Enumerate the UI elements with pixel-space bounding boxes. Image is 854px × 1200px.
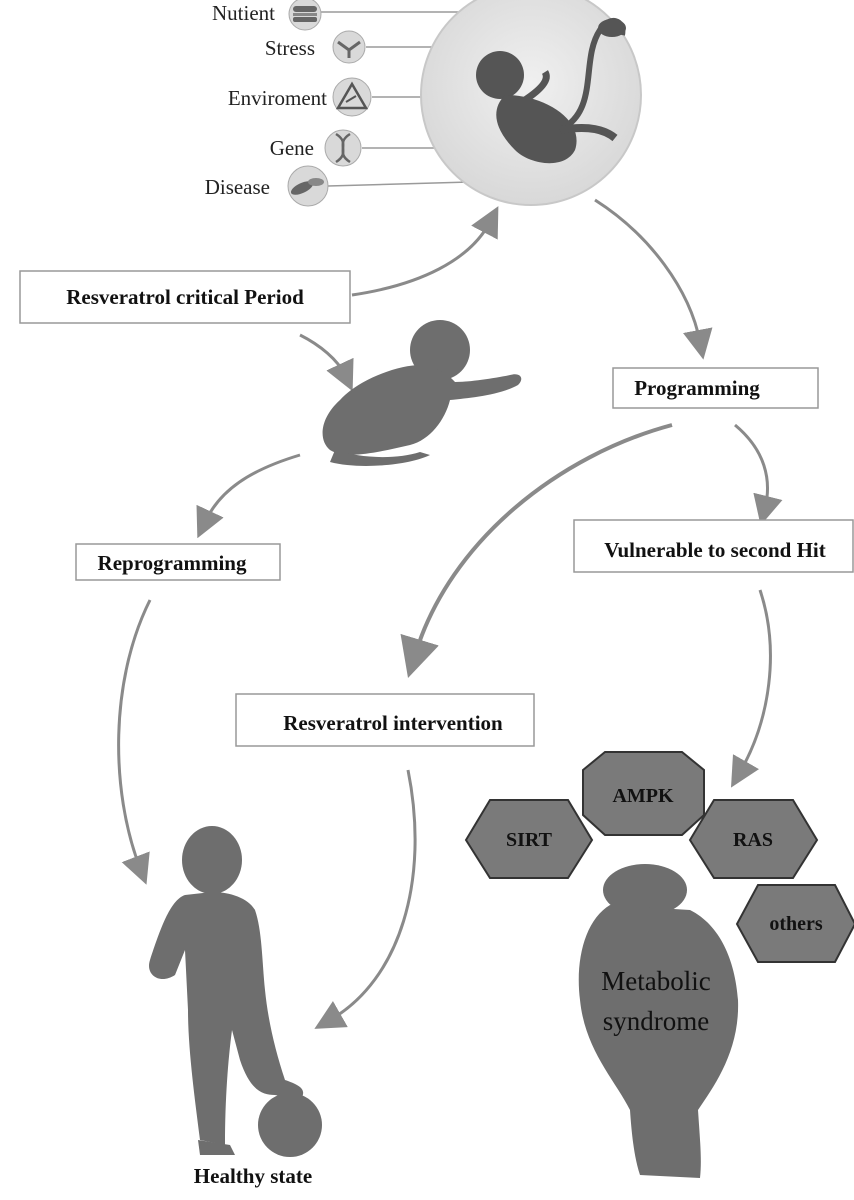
fetus-icon: [476, 51, 618, 164]
pills-icon: [287, 165, 329, 207]
pathway-others: others: [769, 913, 823, 935]
obese-silhouette: [578, 864, 739, 1178]
warning-icon: [332, 77, 372, 117]
metabolic-syndrome-line1: Metabolic: [601, 966, 710, 996]
factor-label-nutient: Nutient: [212, 1, 275, 25]
hexagon-sirt: [464, 799, 594, 879]
arrow-intervention-to-healthy: [314, 769, 417, 1029]
label-vulnerable: Vulnerable to second Hit: [604, 538, 825, 562]
label-intervention: Resveratrol intervention: [283, 711, 503, 735]
arrow-vulnerable-to-pathways: [731, 589, 772, 788]
arrow-reprogramming-to-healthy: [117, 599, 152, 885]
box-critical-period: [19, 270, 351, 324]
label-reprogramming: Reprogramming: [98, 551, 247, 575]
stress-icon: [332, 30, 366, 64]
label-boxes: Resveratrol critical Period Programming …: [19, 270, 854, 747]
factor-connectors: [315, 11, 471, 187]
box-reprogramming: [75, 543, 281, 581]
arrow-critical-to-baby: [299, 333, 354, 392]
factor-label-stress: Stress: [265, 36, 315, 60]
box-vulnerable: [573, 519, 854, 573]
hexagon-others: [735, 884, 854, 963]
arrow-critical-to-womb: [351, 206, 499, 297]
pathway-ras: RAS: [733, 829, 773, 851]
pathway-ampk: AMPK: [612, 785, 674, 807]
hexagon-ras: [688, 799, 819, 879]
arrow-womb-to-programming: [594, 198, 713, 360]
factor-label-gene: Gene: [270, 136, 314, 160]
factor-label-disease: Disease: [205, 175, 270, 199]
arrow-baby-to-reprogramming: [196, 453, 301, 539]
box-programming: [612, 367, 819, 409]
arrow-programming-to-intervention: [400, 423, 673, 678]
arrows: [117, 198, 783, 1029]
factor-labels: Nutient Stress Enviroment Gene Disease: [205, 1, 327, 199]
box-intervention: [235, 693, 535, 747]
ball-icon: [258, 1093, 322, 1157]
pathway-hexagons: AMPK SIRT RAS others: [464, 751, 854, 963]
label-critical-period: Resveratrol critical Period: [66, 285, 304, 309]
factor-label-enviroment: Enviroment: [228, 86, 327, 110]
metabolic-syndrome-line2: syndrome: [603, 1006, 710, 1036]
arrow-programming-to-vulnerable: [734, 423, 783, 526]
label-healthy-state: Healthy state: [194, 1164, 312, 1188]
womb: [420, 0, 642, 206]
pathway-sirt: SIRT: [506, 829, 553, 851]
label-programming: Programming: [634, 376, 760, 400]
boy-silhouette: [149, 826, 322, 1157]
factor-icons: [287, 0, 372, 207]
burger-icon: [288, 0, 322, 31]
placenta-icon: [598, 19, 626, 37]
dna-icon: [324, 129, 362, 167]
baby-silhouette: [322, 320, 522, 466]
